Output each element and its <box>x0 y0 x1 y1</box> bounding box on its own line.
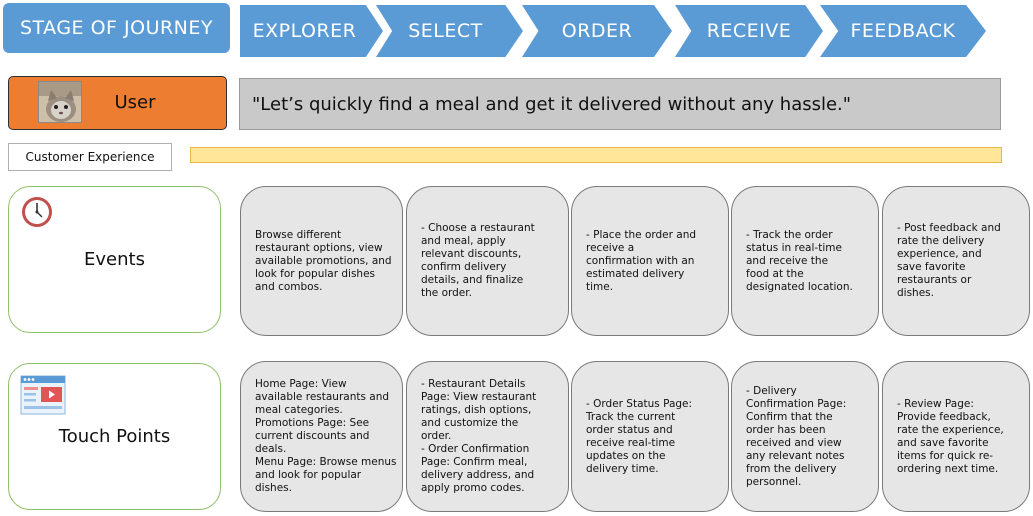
stage-order: ORDER <box>522 5 672 57</box>
events-card-text: - Track the order status in real-time an… <box>746 228 853 293</box>
stage-explorer: EXPLORER <box>240 5 383 57</box>
stage-feedback: FEEDBACK <box>820 5 986 57</box>
events-card-text: - Place the order and receive a confirma… <box>586 228 697 293</box>
events-card-order: - Place the order and receive a confirma… <box>571 186 729 336</box>
events-card-text: - Choose a restaurant and meal, apply re… <box>421 222 535 299</box>
touch-card-order: - Order Status Page: Track the current o… <box>571 361 729 512</box>
clock-icon <box>20 196 54 228</box>
user-label: User <box>114 92 156 113</box>
events-card-receive: - Track the order status in real-time an… <box>731 186 879 336</box>
touch-card-select: - Restaurant Details Page: View restaura… <box>406 361 569 512</box>
browser-video-icon <box>20 375 66 415</box>
touch-card-receive: - Delivery Confirmation Page: Confirm th… <box>731 361 879 512</box>
customer-experience-bar <box>190 147 1002 163</box>
events-title: Events <box>84 249 145 270</box>
touch-card-text: - Review Page: Provide feedback, rate th… <box>897 397 1004 475</box>
touch-card-text: - Delivery Confirmation Page: Confirm th… <box>746 384 847 488</box>
touch-card-text: - Restaurant Details Page: View restaura… <box>421 378 537 494</box>
stage-explorer-label: EXPLORER <box>252 20 357 42</box>
stage-receive-label: RECEIVE <box>706 20 792 42</box>
persona-quote: "Let’s quickly find a meal and get it de… <box>239 78 1001 130</box>
touch-card-feedback: - Review Page: Provide feedback, rate th… <box>882 361 1030 512</box>
stage-receive: RECEIVE <box>675 5 823 57</box>
cat-avatar <box>38 81 82 123</box>
stage-feedback-label: FEEDBACK <box>850 20 956 42</box>
events-card-explorer: Browse different restaurant options, vie… <box>240 186 403 336</box>
events-card-select: - Choose a restaurant and meal, apply re… <box>406 186 569 336</box>
stage-of-journey-label: STAGE OF JOURNEY <box>3 3 230 53</box>
stage-order-label: ORDER <box>561 20 633 42</box>
touch-card-text: Home Page: View available restaurants an… <box>255 378 397 494</box>
events-card-text: Browse different restaurant options, vie… <box>255 228 392 293</box>
touch-points-title: Touch Points <box>58 426 171 447</box>
touch-card-text: - Order Status Page: Track the current o… <box>586 397 693 475</box>
stage-select-label: SELECT <box>408 20 483 42</box>
touch-card-explorer: Home Page: View available restaurants an… <box>240 361 403 512</box>
customer-experience-label: Customer Experience <box>8 143 172 171</box>
events-card-text: - Post feedback and rate the delivery ex… <box>897 222 1001 299</box>
stage-select: SELECT <box>376 5 523 57</box>
events-card-feedback: - Post feedback and rate the delivery ex… <box>882 186 1030 336</box>
